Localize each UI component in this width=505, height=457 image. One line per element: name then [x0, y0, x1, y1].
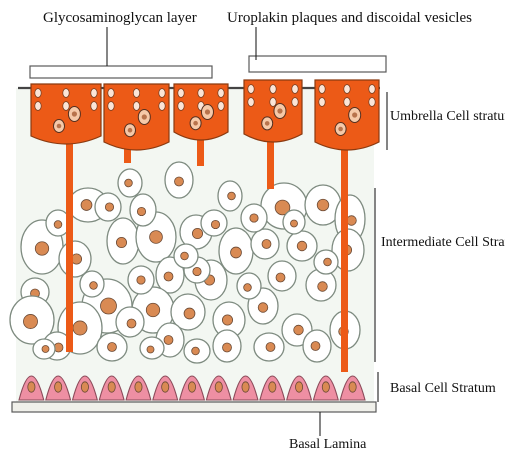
- intermediate-cell: [314, 250, 338, 274]
- intermediate-cell: [268, 261, 296, 291]
- intermediate-cell: [107, 218, 139, 264]
- intermediate-cell: [303, 330, 331, 362]
- intermediate-cell: [306, 269, 336, 301]
- basal-stratum-label: Basal Cell Stratum: [390, 381, 496, 396]
- intermediate-cell: [33, 339, 55, 359]
- intermediate-cell: [251, 229, 279, 259]
- intermediate-cell: [213, 330, 241, 362]
- intermediate-cell: [116, 307, 144, 337]
- intermediate-cell: [237, 273, 261, 299]
- intermediate-cell: [219, 228, 253, 274]
- intermediate-cell: [184, 339, 210, 363]
- uroplakin-label: Uroplakin plaques and discoidal vesicles: [227, 10, 472, 26]
- intermediate-cell: [80, 271, 104, 297]
- intermediate-cell: [130, 194, 156, 226]
- intermediate-cell: [118, 169, 142, 197]
- intermediate-cell: [140, 337, 164, 359]
- basal-lamina: [12, 402, 376, 412]
- intermediate-cell: [174, 244, 198, 268]
- glycosaminoglycan-label: Glycosaminoglycan layer: [43, 10, 197, 26]
- intermediate-cell: [59, 241, 91, 277]
- intermediate-cell: [287, 231, 317, 261]
- intermediate-cell: [218, 181, 242, 211]
- intermediate-cell: [241, 204, 267, 232]
- intermediate-cell: [165, 162, 193, 198]
- umbrella-stratum-label: Umbrella Cell stratum: [390, 109, 505, 124]
- basal-lamina-label: Basal Lamina: [289, 437, 367, 452]
- glycosaminoglycan-layer: [30, 56, 386, 78]
- intermediate-cell: [95, 193, 121, 221]
- intermediate-cell: [283, 210, 305, 234]
- intermediate-cell: [254, 333, 284, 361]
- intermediate-cell: [97, 333, 127, 361]
- intermediate-cell: [128, 266, 154, 294]
- intermediate-cell: [201, 210, 227, 236]
- intermediate-stratum-label: Intermediate Cell Stratum: [381, 235, 505, 250]
